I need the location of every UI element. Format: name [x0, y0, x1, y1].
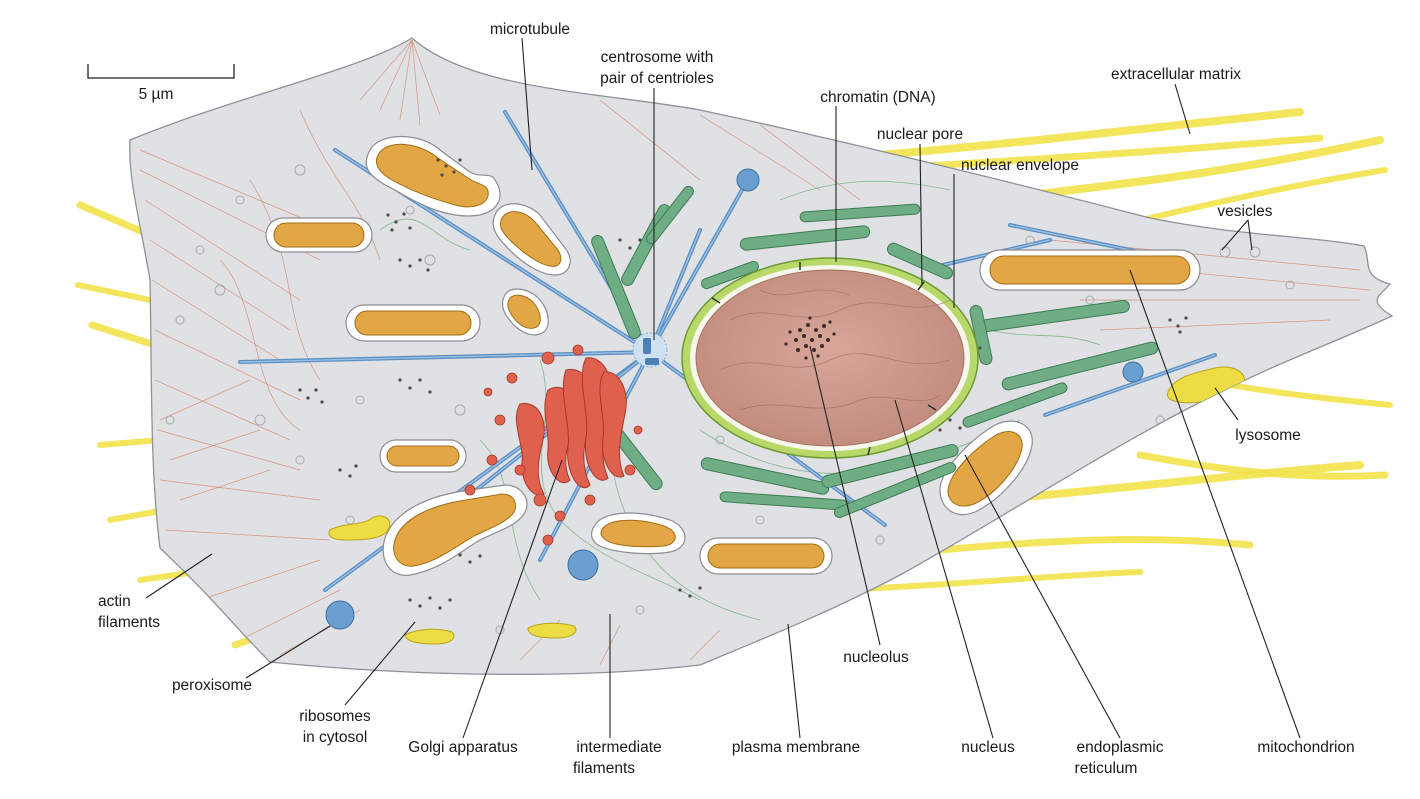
mitochondrion-2: [265, 217, 373, 253]
label-er-line2: reticulum: [1075, 760, 1138, 777]
chromatin: [719, 289, 951, 411]
label-ribosomes-line2: in cytosol: [303, 729, 368, 746]
nucleolus: [784, 316, 836, 360]
label-chromatin: chromatin (DNA): [820, 89, 935, 106]
mitochondrion-5: [345, 304, 481, 342]
mitochondrion-3: [492, 203, 571, 276]
label-centrosome-line1: centrosome with: [601, 49, 714, 66]
label-er-line1: endoplasmic: [1076, 739, 1163, 756]
label-nuclear-pore: nuclear pore: [877, 126, 963, 143]
label-actin-line1: actin: [98, 593, 131, 610]
label-lysosome: lysosome: [1235, 427, 1300, 444]
labels: microtubule centrosome with pair of cent…: [98, 21, 1355, 777]
label-nuclear-envelope: nuclear envelope: [961, 157, 1079, 174]
golgi-vesicles: [464, 344, 643, 546]
mitochondrion-10: [939, 420, 1033, 516]
mitochondrion-6: [379, 439, 467, 473]
mitochondrion-8: [591, 512, 686, 555]
nucleus: [681, 257, 979, 459]
label-vesicles: vesicles: [1217, 203, 1272, 220]
label-nucleolus: nucleolus: [843, 649, 909, 666]
label-microtubule: microtubule: [490, 21, 570, 38]
mitochondrion-7: [382, 484, 528, 576]
mitochondrion-9: [699, 537, 833, 575]
label-actin-line2: filaments: [98, 614, 160, 631]
scale-bar-label: 5 µm: [139, 86, 174, 103]
centrosome: [632, 332, 668, 368]
mitochondria: [265, 135, 1201, 576]
mitochondrion-1: [365, 135, 501, 217]
label-mitochondrion: mitochondrion: [1257, 739, 1354, 756]
label-ribosomes-line1: ribosomes: [299, 708, 371, 725]
peroxisomes: [325, 168, 1144, 630]
label-peroxisome: peroxisome: [172, 677, 252, 694]
endoplasmic-reticulum: [589, 185, 1159, 518]
label-intermediate-line1: intermediate: [576, 739, 661, 756]
label-nucleus: nucleus: [961, 739, 1015, 756]
mitochondrion-4: [502, 288, 549, 336]
ribosomes: [298, 158, 1188, 610]
scale-bar: 5 µm: [87, 64, 235, 103]
label-extracellular-matrix: extracellular matrix: [1111, 66, 1241, 83]
label-plasma-membrane: plasma membrane: [732, 739, 860, 756]
label-centrosome-line2: pair of centrioles: [600, 70, 714, 87]
label-intermediate-line2: filaments: [573, 760, 635, 777]
label-golgi: Golgi apparatus: [408, 739, 518, 756]
leader-lines: [145, 37, 1301, 739]
mitochondrion-11: [979, 249, 1201, 291]
nuclear-pores: [711, 262, 937, 456]
